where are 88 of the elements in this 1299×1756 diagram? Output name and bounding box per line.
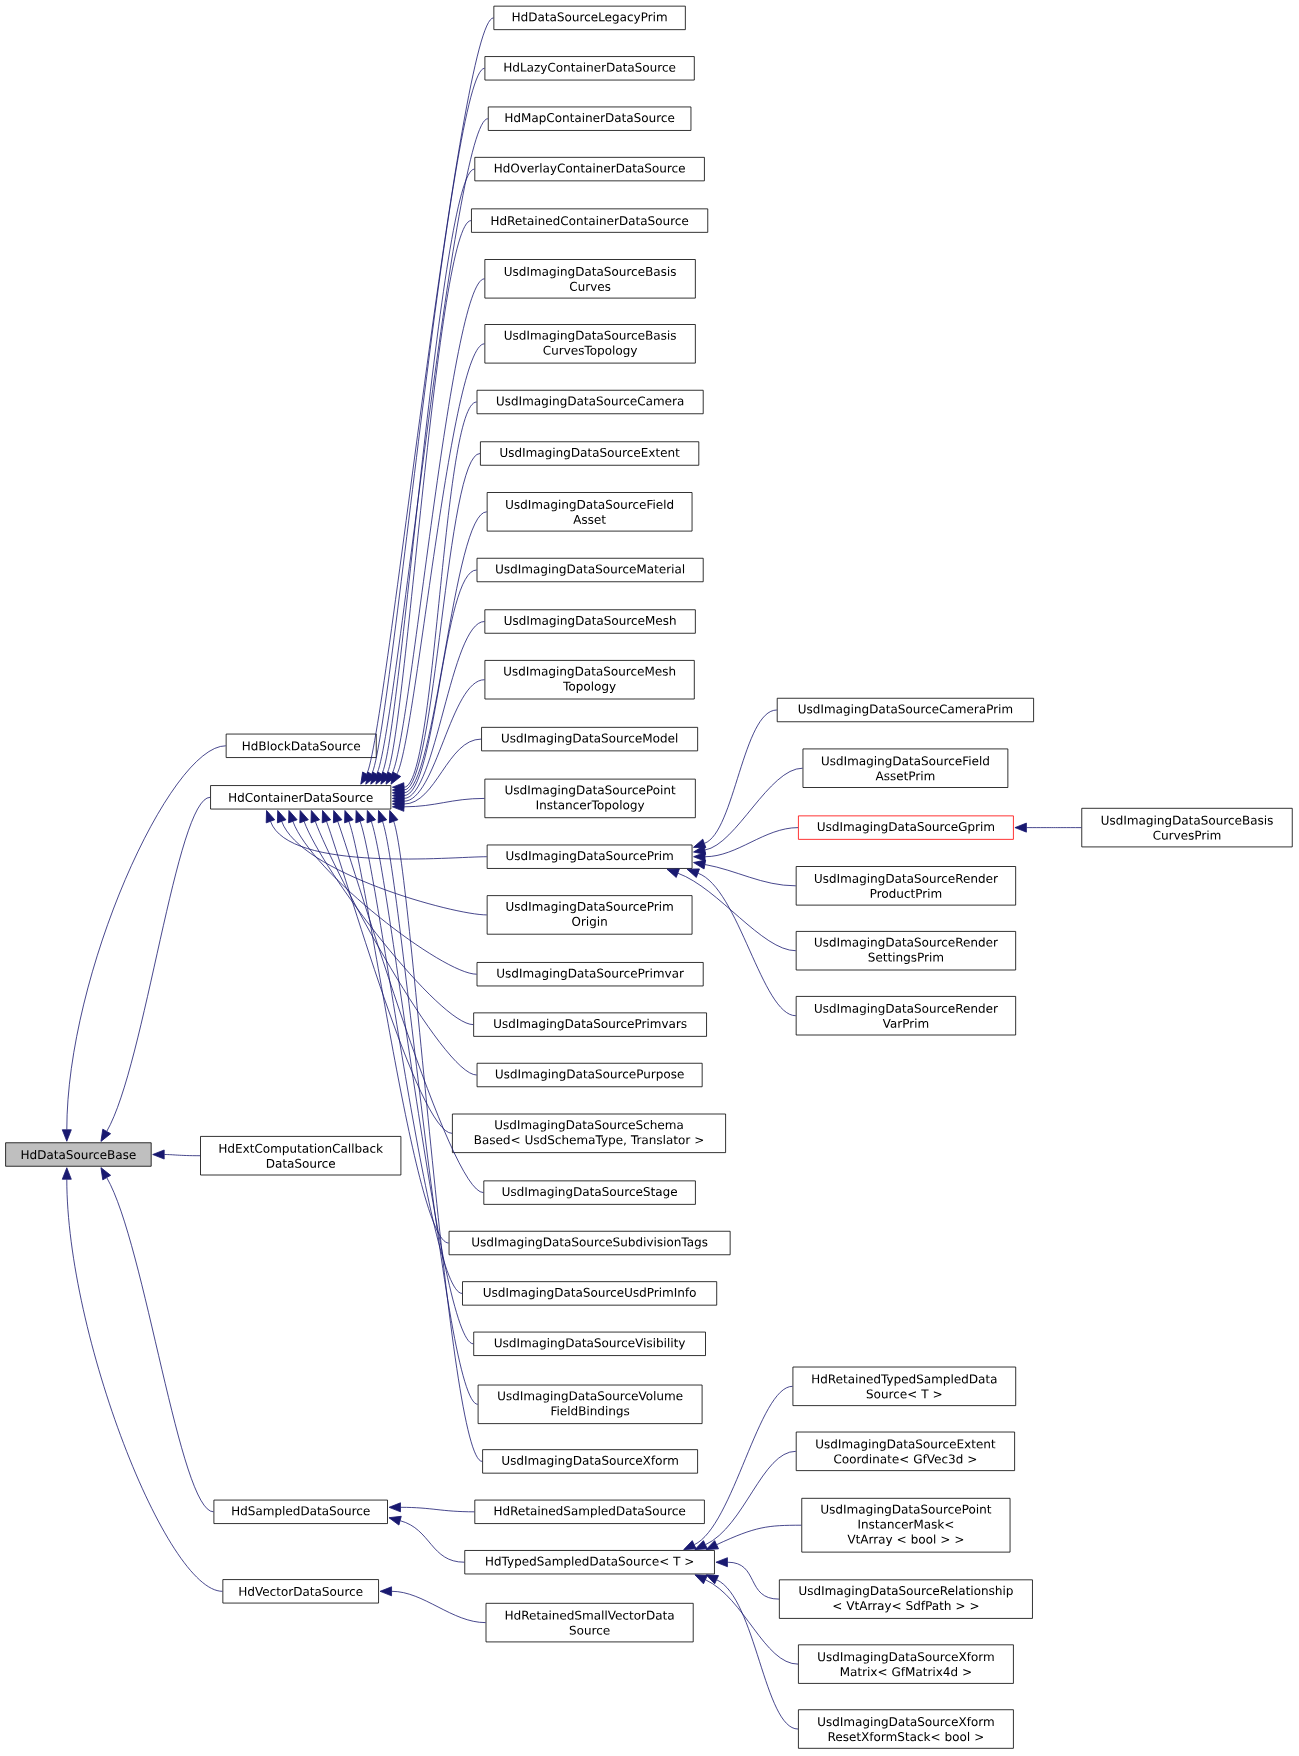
inheritance-arrow	[100, 1167, 214, 1513]
class-box: UsdImagingDataSourceMaterial	[476, 557, 704, 583]
class-box: UsdImagingDataSourceModel	[481, 726, 699, 752]
inheritance-arrow	[310, 810, 478, 1076]
inheritance-arrow	[693, 859, 797, 887]
inheritance-arrow	[380, 220, 472, 785]
inheritance-arrow	[366, 810, 474, 1345]
inheritance-arrow	[277, 810, 488, 916]
inheritance-arrow	[666, 868, 797, 952]
inheritance-arrow	[390, 343, 485, 785]
class-box: UsdImagingDataSourceXform	[482, 1449, 698, 1474]
class-box: UsdImagingDataSourceSchema Based< UsdSchemaType, Translator >	[452, 1113, 726, 1153]
class-box: UsdImagingDataSourceField AssetPrim	[802, 748, 1009, 788]
inheritance-arrow	[694, 1450, 797, 1550]
class-box: HdRetainedContainerDataSource	[471, 208, 709, 233]
inheritance-arrow	[686, 868, 797, 1017]
class-box: HdRetainedSmallVectorData Source	[485, 1602, 694, 1643]
class-box: UsdImagingDataSourceCamera	[476, 389, 704, 415]
class-box: HdBlockDataSource	[225, 733, 377, 758]
inheritance-arrow	[1014, 822, 1082, 833]
inheritance-arrow	[344, 810, 450, 1244]
class-box: UsdImagingDataSourceMesh	[484, 609, 696, 634]
class-box: UsdImagingDataSourcePrim Origin	[486, 895, 693, 935]
class-box: UsdImagingDataSourcePoint InstancerTopology	[484, 778, 696, 819]
class-box: UsdImagingDataSourceBasis Curves	[484, 259, 696, 299]
class-box: HdLazyContainerDataSource	[484, 56, 695, 81]
class-box: UsdImagingDataSourceXform ResetXformStack< bool >	[798, 1709, 1014, 1749]
class-box: HdDataSourceLegacyPrim	[493, 5, 686, 31]
class-box: UsdImagingDataSourceMesh Topology	[484, 660, 695, 700]
inheritance-arrow	[705, 1524, 802, 1550]
inheritance-arrow	[152, 1149, 201, 1160]
class-box: UsdImagingDataSourceField Asset	[486, 492, 693, 532]
class-box: UsdImagingDataSourceStage	[483, 1180, 696, 1205]
class-box: UsdImagingDataSourceXform Matrix< GfMatrix4d >	[798, 1644, 1014, 1684]
inheritance-arrow	[61, 745, 227, 1142]
class-box: UsdImagingDataSourcePoint InstancerMask< VtArray < bool > >	[801, 1497, 1011, 1553]
inheritance-arrow	[693, 767, 803, 855]
class-box: UsdImagingDataSourceGprim	[798, 815, 1014, 840]
class-box: HdRetainedTypedSampledData Source< T >	[792, 1366, 1017, 1406]
inheritance-arrow	[321, 810, 453, 1134]
inheritance-arrow	[389, 810, 483, 1462]
inheritance-arrow	[377, 810, 479, 1405]
inheritance-arrow	[683, 1385, 793, 1550]
class-box: UsdImagingDataSourceVisibility	[473, 1331, 706, 1356]
class-box: UsdImagingDataSourceRender ProductPrim	[795, 866, 1017, 906]
class-box: UsdImagingDataSourceExtent	[480, 441, 700, 466]
class-box: HdRetainedSampledDataSource	[474, 1499, 705, 1524]
inheritance-arrow	[265, 810, 488, 860]
class-box: HdOverlayContainerDataSource	[474, 156, 705, 182]
class-box: UsdImagingDataSourcePurpose	[476, 1062, 703, 1088]
inheritance-arrow	[388, 1502, 475, 1513]
inheritance-arrow	[388, 1515, 465, 1563]
class-box: UsdImagingDataSourceBasis CurvesTopology	[484, 324, 696, 364]
class-box: HdTypedSampledDataSource< T >	[464, 1550, 715, 1575]
class-box: UsdImagingDataSourceSubdivisionTags	[448, 1230, 731, 1256]
class-box: UsdImagingDataSourceBasis CurvesPrim	[1081, 807, 1293, 848]
inheritance-arrow	[693, 709, 778, 849]
class-box: HdSampledDataSource	[213, 1499, 388, 1524]
inheritance-arrow	[379, 1586, 486, 1623]
inheritance-arrow	[360, 17, 494, 785]
class-box: HdMapContainerDataSource	[487, 106, 692, 131]
class-box: UsdImagingDataSourceVolume FieldBindings	[477, 1384, 703, 1424]
class-box: UsdImagingDataSourceUsdPrimInfo	[462, 1281, 718, 1306]
inheritance-arrow	[299, 810, 474, 1025]
class-box: UsdImagingDataSourcePrim	[486, 844, 693, 869]
inheritance-arrow	[61, 1167, 223, 1592]
class-box: HdContainerDataSource	[210, 785, 392, 810]
inheritance-arrow	[288, 810, 477, 975]
class-box: UsdImagingDataSourceRelationship < VtArray< SdfPath > >	[778, 1579, 1033, 1619]
class-box: UsdImagingDataSourceCameraPrim	[776, 697, 1034, 723]
inheritance-arrow	[385, 278, 485, 785]
class-box: HdExtComputationCallback DataSource	[200, 1136, 402, 1176]
class-box: UsdImagingDataSourcePrimvar	[476, 962, 704, 987]
class-box: HdVectorDataSource	[222, 1579, 379, 1604]
class-box: UsdImagingDataSourcePrimvars	[473, 1012, 707, 1037]
class-box: UsdImagingDataSourceRender VarPrim	[795, 996, 1017, 1036]
inheritance-arrow	[333, 810, 484, 1193]
class-box: HdDataSourceBase	[5, 1142, 152, 1167]
inheritance-arrow	[355, 810, 463, 1294]
inheritance-arrow	[693, 827, 799, 862]
class-box: UsdImagingDataSourceRender SettingsPrim	[795, 931, 1017, 971]
inheritance-arrow	[705, 1574, 799, 1730]
inheritance-arrow	[715, 1557, 780, 1600]
inheritance-arrow	[694, 1574, 799, 1665]
inheritance-arrow	[100, 796, 211, 1142]
class-box: UsdImagingDataSourceExtent Coordinate< GfVec3d >	[795, 1431, 1015, 1471]
inheritance-arrow	[375, 168, 475, 785]
inheritance-arrow	[391, 798, 485, 812]
